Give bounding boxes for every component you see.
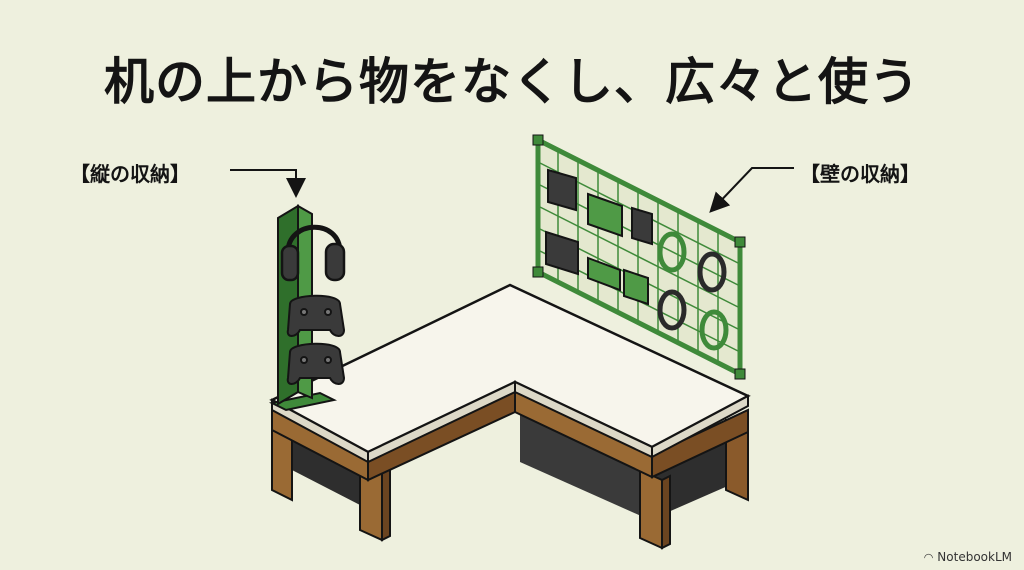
game-controller-icon [286, 294, 346, 337]
desk-apron [271, 388, 749, 482]
page-title: 机の上から物をなくし、広々と使う [104, 53, 920, 111]
headphones-icon [280, 224, 346, 282]
notebooklm-logo-icon: ◠ [923, 550, 934, 564]
cable-icon [657, 231, 729, 351]
pouch-icon [587, 192, 649, 306]
arrow-vertical [230, 169, 306, 198]
label-wall-storage: 【壁の収納】 [800, 162, 920, 186]
game-controller-icon [286, 342, 346, 385]
pouch-icon [545, 168, 653, 276]
brand-name: NotebookLM [937, 550, 1012, 564]
brand-watermark: ◠ NotebookLM [924, 550, 1012, 564]
desk-top [269, 283, 751, 464]
label-vertical-storage: 【縦の収納】 [70, 162, 190, 186]
arrow-wall [709, 167, 794, 213]
